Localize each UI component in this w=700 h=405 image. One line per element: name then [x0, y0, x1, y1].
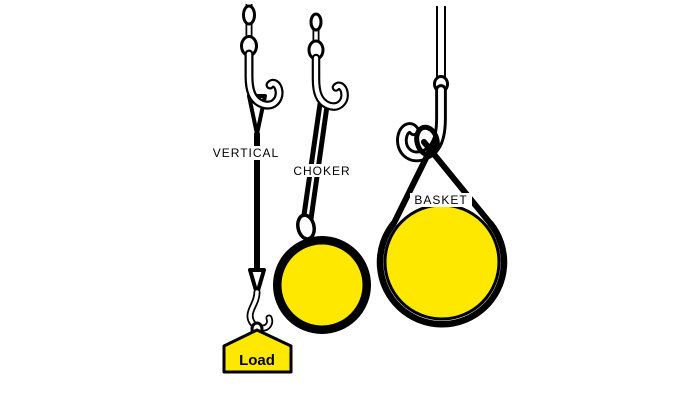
basket-label: BASKET: [414, 193, 467, 207]
vertical-hitch-figure: Load VERTICAL: [213, 4, 293, 374]
round-load: [383, 203, 501, 321]
load-block: [222, 328, 293, 374]
basket-hitch-figure: BASKET: [376, 6, 508, 328]
vertical-label: VERTICAL: [213, 146, 279, 160]
round-load: [278, 241, 366, 329]
crane-hook-icon: [316, 58, 345, 107]
choker-eye: [296, 213, 316, 241]
choker-hitch-figure: CHOKER: [273, 12, 371, 334]
basket-wrap: [376, 220, 508, 328]
sling-leg: [421, 139, 493, 226]
bottom-hook-icon-inner: [248, 290, 272, 330]
load-label: Load: [239, 352, 275, 369]
choker-wrap: [273, 236, 371, 334]
sling-leg: [300, 101, 323, 225]
vertical-label-bg: [219, 146, 273, 160]
basket-label-bg: [410, 193, 472, 207]
bottom-sling-eye: [248, 268, 266, 296]
rope-link-ring: [309, 12, 323, 32]
rope-link-ring: [242, 4, 256, 26]
choker-label: CHOKER: [293, 164, 350, 178]
choker-label-bg: [294, 164, 350, 177]
